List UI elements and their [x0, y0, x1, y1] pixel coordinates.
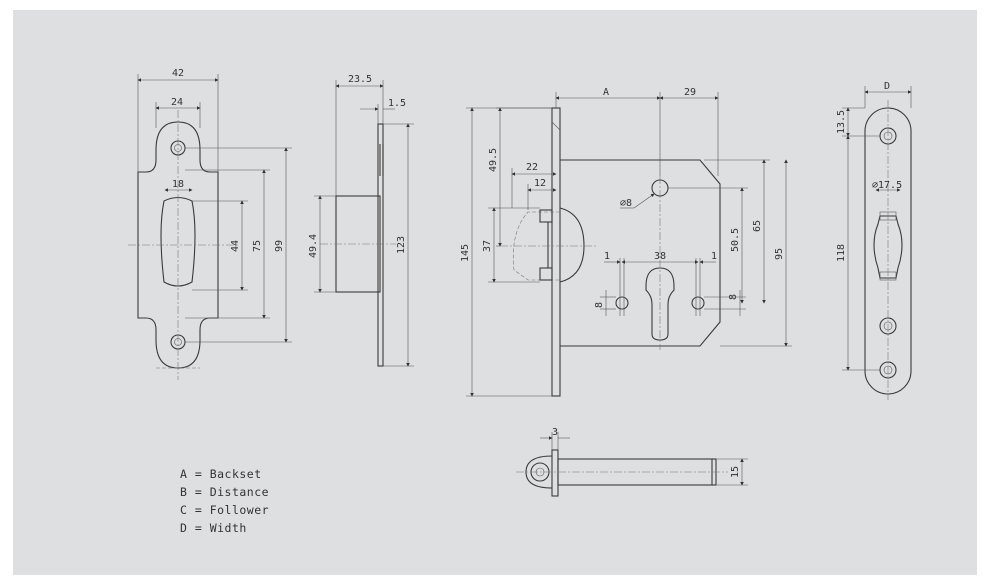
side-profile-view: 23.5 1.5 49.4 123 — [308, 74, 414, 367]
dim-faceplate-top-offset: 13.5 — [836, 110, 847, 134]
dim-strike-width-overall: 42 — [172, 68, 184, 79]
dim-faceplate-height: 145 — [460, 244, 471, 262]
dim-plate-thickness: 1.5 — [388, 98, 406, 109]
lock-body-view: A 29 49.5 22 12 37 145 ⌀8 38 1 1 — [460, 87, 792, 397]
dim-opening-height: 44 — [230, 240, 241, 252]
legend-item: A = Backset — [180, 467, 262, 481]
dim-slot-width: ⌀17.5 — [872, 180, 902, 191]
dim-faceplate-length: 118 — [836, 244, 847, 262]
dim-22: 22 — [526, 162, 538, 173]
dim-offset-left: 8 — [594, 302, 605, 308]
strike-plate-view: 42 24 18 44 75 99 — [128, 68, 292, 380]
dim-backset: A — [603, 87, 609, 98]
dim-49-5: 49.5 — [488, 148, 499, 172]
dim-cylinder-spacing: 38 — [654, 251, 666, 262]
faceplate-width-label: D — [884, 81, 890, 92]
legend-item: D = Width — [180, 521, 247, 535]
dim-edge-left: 1 — [604, 251, 610, 262]
dim-top-29: 29 — [684, 87, 696, 98]
dim-95: 95 — [774, 248, 785, 260]
dim-bottom-thickness: 3 — [552, 427, 558, 438]
dim-hole-spacing: 75 — [252, 240, 263, 252]
legend-item: C = Follower — [180, 503, 269, 517]
dim-bolt-height: 37 — [482, 240, 493, 252]
dim-strike-width-inner: 24 — [171, 97, 183, 108]
dim-65: 65 — [752, 220, 763, 232]
faceplate-view: D 13.5 ⌀17.5 118 — [836, 81, 912, 400]
drawing-panel — [13, 10, 977, 575]
bottom-view: 3 15 — [516, 427, 748, 497]
dim-12: 12 — [534, 178, 546, 189]
dim-bottom-height: 15 — [730, 466, 741, 478]
legend: A = Backset B = Distance C = Follower D … — [180, 467, 269, 535]
dim-body-height: 49.4 — [308, 234, 319, 258]
dim-strike-height-overall: 99 — [274, 240, 285, 252]
dim-edge-right: 1 — [711, 251, 717, 262]
dim-50-5: 50.5 — [730, 228, 741, 252]
dim-profile-depth: 23.5 — [348, 74, 372, 85]
dim-offset-right: 8 — [728, 294, 739, 300]
legend-item: B = Distance — [180, 485, 269, 499]
dim-plate-height: 123 — [396, 236, 407, 254]
dim-hole-diameter: ⌀8 — [620, 198, 632, 209]
dim-opening-width: 18 — [172, 179, 184, 190]
